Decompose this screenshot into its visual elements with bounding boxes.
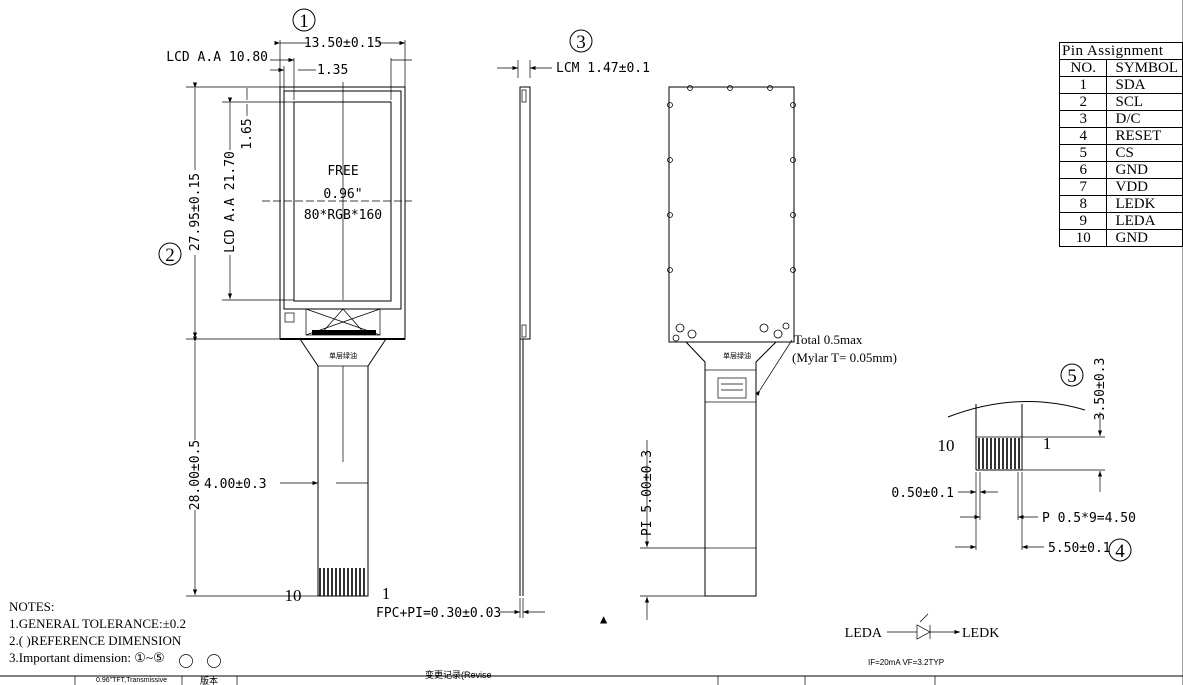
side-view xyxy=(497,60,552,618)
note-3: 3.Important dimension: ①~⑤ xyxy=(9,650,165,665)
dim-pitch: P 0.5*9=4.50 xyxy=(1042,511,1136,526)
panel-line2: 0.96" xyxy=(323,187,362,202)
pin-no: 6 xyxy=(1058,161,1108,179)
finger-detail xyxy=(947,400,1105,550)
dim-overall-pad: 5.50±0.1 xyxy=(1048,541,1111,556)
dim-finger-height: 3.50±0.3 xyxy=(1093,358,1108,421)
titleblock-revision: 变更记录(Revise xyxy=(425,669,492,680)
stiffener-note: Total 0.5max xyxy=(794,332,863,347)
pin-no: 7 xyxy=(1058,178,1108,196)
pin-symbol: D/C xyxy=(1106,110,1183,128)
pin-symbol: SDA xyxy=(1106,76,1183,94)
dim-width: 13.50±0.15 xyxy=(304,36,382,51)
panel-line3: 80*RGB*160 xyxy=(304,208,382,223)
back-view xyxy=(640,85,796,620)
callout-5: 5 xyxy=(1067,366,1077,387)
callout-1: 1 xyxy=(299,11,309,32)
dim-offset-x: 1.35 xyxy=(317,63,348,78)
finger-pin-end: 1 xyxy=(1043,434,1052,453)
pin-symbol: RESET xyxy=(1106,127,1183,145)
callout-4: 4 xyxy=(1115,541,1125,562)
dim-fpc-pi: FPC+PI=0.30±0.03 xyxy=(376,606,501,621)
note-1: 1.GENERAL TOLERANCE:±0.2 xyxy=(9,616,186,631)
fpc-fingers xyxy=(319,568,365,596)
mylar-note: (Mylar T= 0.05mm) xyxy=(792,350,897,365)
pin-symbol: VDD xyxy=(1106,178,1183,196)
active-area xyxy=(293,101,392,302)
finger-pin-start: 10 xyxy=(938,436,955,455)
pin-no: 4 xyxy=(1058,127,1108,145)
dim-fpc-length: 28.00±0.5 xyxy=(188,440,203,510)
notes-block: NOTES: 1.GENERAL TOLERANCE:±0.2 2.( )REF… xyxy=(9,598,186,666)
pin-symbol: SCL xyxy=(1106,93,1183,111)
front-view xyxy=(262,82,412,597)
stray-mark: ▲ xyxy=(600,612,608,626)
pin-no: 3 xyxy=(1058,110,1108,128)
backlight-leda: LEDA xyxy=(845,626,883,641)
front-dimensions xyxy=(186,40,412,597)
pin-no: 5 xyxy=(1058,144,1108,162)
dim-lcm-thickness: LCM 1.47±0.1 xyxy=(556,61,650,76)
pin-symbol: LEDK xyxy=(1106,195,1183,213)
dim-fpc-width: 4.00±0.3 xyxy=(204,477,267,492)
pin-table-header-no: NO. xyxy=(1058,59,1108,77)
callout-2: 2 xyxy=(165,245,175,266)
finger-pads xyxy=(978,438,1020,469)
fpc-pin-start: 10 xyxy=(285,586,302,605)
notes-title: NOTES: xyxy=(9,599,55,614)
backlight-spec: IF=20mA VF=3.2TYP xyxy=(868,658,944,667)
fpc-mark-back: 单层绿油 xyxy=(723,351,751,360)
pin-table-header-symbol: SYMBOL xyxy=(1106,59,1183,77)
callout-3: 3 xyxy=(576,32,586,53)
pin-symbol: LEDA xyxy=(1106,212,1183,230)
pin-table-title: Pin Assignment xyxy=(1059,42,1183,60)
pin-no: 2 xyxy=(1058,93,1108,111)
backlight-ledk: LEDK xyxy=(962,626,999,641)
dim-finger-width: 0.50±0.1 xyxy=(891,486,954,501)
backlight-schematic xyxy=(887,613,960,640)
note-2: 2.( )REFERENCE DIMENSION xyxy=(9,633,182,648)
fpc-mark: 单层绿油 xyxy=(329,351,357,360)
dim-aa-width: LCD A.A 10.80 xyxy=(166,50,268,65)
pi-stiffener-hatch xyxy=(704,547,757,597)
fpc-pin-end: 1 xyxy=(382,584,391,603)
pin-no: 1 xyxy=(1058,76,1108,94)
stiffener-hatch xyxy=(704,369,757,403)
dim-height: 27.95±0.15 xyxy=(188,173,203,251)
pin-symbol: CS xyxy=(1106,144,1183,162)
dim-aa-height: LCD A.A 21.70 xyxy=(223,151,238,253)
pin-no: 10 xyxy=(1058,229,1108,247)
titleblock-version: 版本 xyxy=(200,675,218,685)
pin-no: 9 xyxy=(1058,212,1108,230)
callouts xyxy=(158,8,1132,668)
pin-no: 8 xyxy=(1058,195,1108,213)
dim-offset-y: 1.65 xyxy=(240,118,255,149)
panel-line1: FREE xyxy=(327,164,358,179)
dim-pi-length: PI 5.00±0.3 xyxy=(640,450,655,536)
fpc-outline xyxy=(299,338,387,597)
pin-symbol: GND xyxy=(1106,161,1183,179)
pin-symbol: GND xyxy=(1106,229,1183,247)
titleblock-product: 0.96"TFT,Transmissive xyxy=(96,677,167,684)
